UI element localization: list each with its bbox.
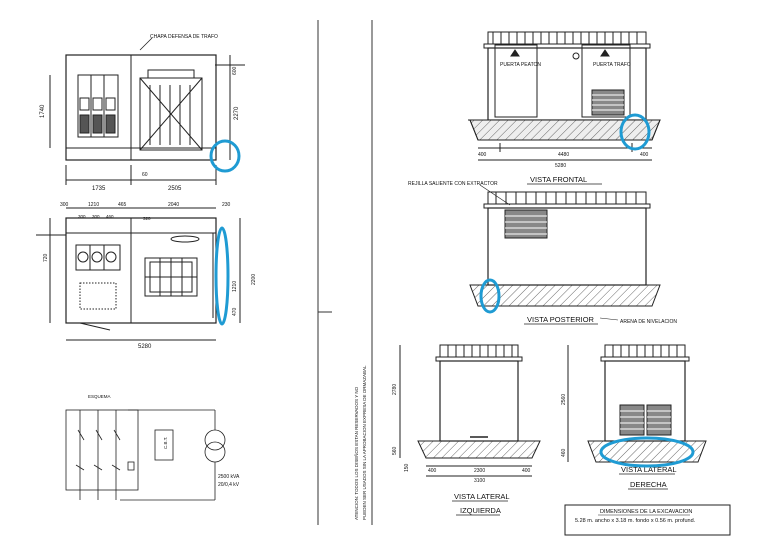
svg-text:2500 kVA: 2500 kVA bbox=[218, 474, 240, 480]
highlight-circle-posterior bbox=[479, 278, 501, 314]
svg-text:2560: 2560 bbox=[561, 394, 567, 405]
svg-text:VISTA LATERAL: VISTA LATERAL bbox=[621, 465, 677, 474]
svg-text:2780: 2780 bbox=[392, 384, 398, 395]
svg-text:3100: 3100 bbox=[474, 478, 485, 484]
svg-text:PUERTA PEATON: PUERTA PEATON bbox=[500, 62, 541, 68]
svg-text:4480: 4480 bbox=[558, 152, 569, 158]
svg-text:400: 400 bbox=[522, 468, 531, 474]
vista-lateral-derecha-drawing bbox=[567, 344, 707, 463]
svg-text:2505: 2505 bbox=[168, 186, 182, 192]
svg-text:400: 400 bbox=[640, 152, 649, 158]
svg-text:C.B.T.: C.B.T. bbox=[163, 437, 168, 449]
vertical-note-2: PUEDEN SER USADOS SIN LA APROBACION EXPR… bbox=[362, 365, 367, 520]
svg-text:150: 150 bbox=[404, 463, 410, 472]
svg-text:1210: 1210 bbox=[232, 281, 238, 292]
svg-text:1740: 1740 bbox=[40, 104, 46, 118]
svg-text:DIMENSIONES DE LA EXCAVACION: DIMENSIONES DE LA EXCAVACION bbox=[600, 509, 692, 515]
svg-text:5280: 5280 bbox=[138, 344, 152, 350]
svg-text:5280: 5280 bbox=[555, 163, 566, 169]
svg-text:2270: 2270 bbox=[234, 106, 240, 120]
svg-text:2200: 2200 bbox=[251, 274, 257, 285]
svg-text:560: 560 bbox=[392, 446, 398, 455]
svg-text:300: 300 bbox=[78, 214, 86, 219]
highlight-circle-1 bbox=[209, 139, 241, 173]
svg-text:300: 300 bbox=[60, 202, 69, 208]
vista-lateral-izquierda-drawing bbox=[399, 344, 541, 477]
vista-posterior-drawing bbox=[469, 191, 661, 307]
svg-text:400: 400 bbox=[428, 468, 437, 474]
svg-text:REJILLA SALIENTE CON EXTRACTOR: REJILLA SALIENTE CON EXTRACTOR bbox=[408, 181, 498, 187]
title-vista-frontal: VISTA FRONTAL bbox=[530, 175, 587, 184]
section-elevation bbox=[49, 37, 245, 185]
svg-text:PUERTA TRAFO: PUERTA TRAFO bbox=[593, 62, 631, 68]
svg-text:465: 465 bbox=[118, 202, 127, 208]
vertical-note-1: ATENCION: TODOS LOS DISEÑOS ESTAN RESERV… bbox=[353, 386, 359, 520]
section-plan bbox=[36, 207, 241, 341]
svg-text:IZQUIERDA: IZQUIERDA bbox=[460, 506, 501, 515]
svg-text:720: 720 bbox=[43, 253, 49, 262]
svg-text:ARENA DE NIVELACION: ARENA DE NIVELACION bbox=[620, 319, 677, 325]
svg-text:5.28 m. ancho x 3.18 m. fondo: 5.28 m. ancho x 3.18 m. fondo x 0.56 m. … bbox=[575, 518, 696, 524]
svg-text:600: 600 bbox=[232, 66, 238, 75]
svg-text:20/0,4 kV: 20/0,4 kV bbox=[218, 482, 240, 488]
highlight-ellipse-derecha bbox=[599, 436, 695, 468]
svg-text:400: 400 bbox=[478, 152, 487, 158]
vista-frontal-drawing bbox=[468, 31, 661, 161]
svg-text:320: 320 bbox=[143, 216, 151, 221]
svg-text:230: 230 bbox=[222, 202, 231, 208]
svg-text:2300: 2300 bbox=[474, 468, 485, 474]
svg-text:460: 460 bbox=[561, 448, 567, 457]
svg-text:60: 60 bbox=[142, 172, 148, 178]
svg-text:ESQUEMA: ESQUEMA bbox=[88, 394, 111, 399]
svg-text:DERECHA: DERECHA bbox=[630, 480, 667, 489]
highlight-ellipse-plan bbox=[214, 226, 230, 326]
svg-text:VISTA LATERAL: VISTA LATERAL bbox=[454, 492, 510, 501]
svg-text:1735: 1735 bbox=[92, 186, 106, 192]
svg-text:1210: 1210 bbox=[88, 202, 99, 208]
title-vista-posterior: VISTA POSTERIOR bbox=[527, 315, 595, 324]
label-chapa: CHAPA DEFENSA DE TRAFO bbox=[150, 34, 218, 40]
svg-text:460: 460 bbox=[106, 214, 114, 219]
svg-text:2040: 2040 bbox=[168, 202, 179, 208]
excavation-box bbox=[564, 504, 731, 536]
svg-text:470: 470 bbox=[232, 307, 238, 316]
section-schematic bbox=[65, 409, 226, 501]
svg-text:300: 300 bbox=[92, 214, 100, 219]
highlight-circle-frontal bbox=[619, 113, 651, 151]
